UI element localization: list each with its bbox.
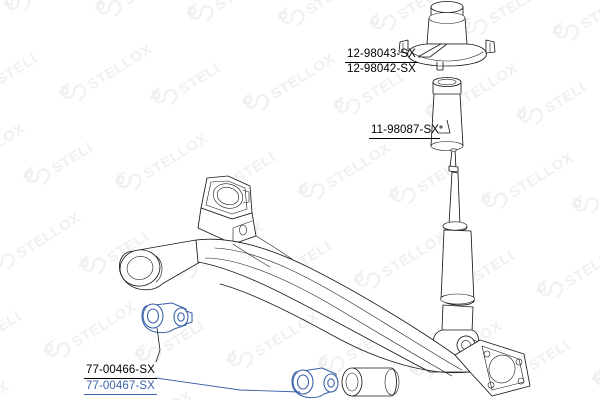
shock-absorber-part	[433, 148, 480, 357]
dust-cover-boot-part	[430, 77, 464, 151]
leader-lines	[155, 43, 451, 393]
bushing-left-highlighted	[141, 302, 193, 334]
torsion-beam-axle-part	[119, 175, 531, 397]
bushing-right-highlighted	[291, 367, 339, 399]
bushing-plain-reference	[341, 367, 400, 397]
strut-mount-part	[398, 1, 496, 71]
